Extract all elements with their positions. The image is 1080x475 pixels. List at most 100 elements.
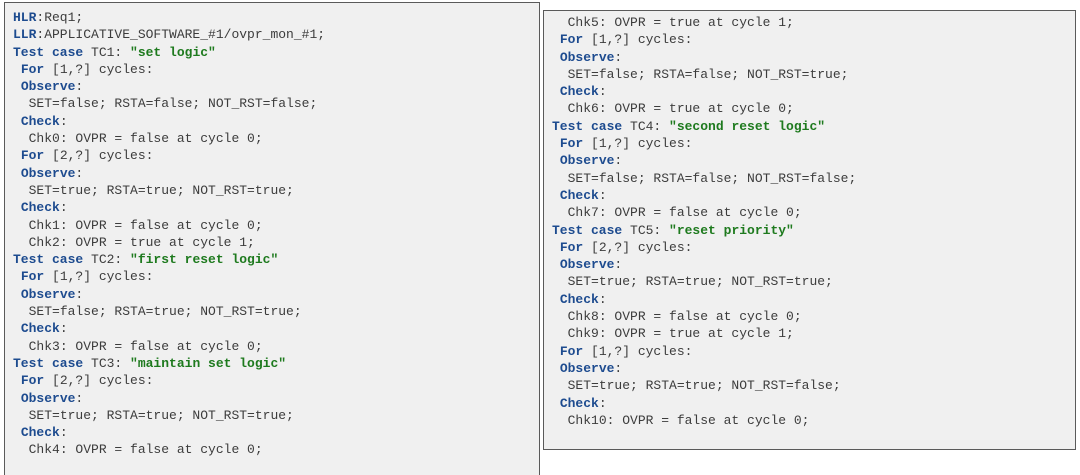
code-text: Chk6: OVPR = true at cycle 0; — [567, 101, 794, 117]
code-text: : — [614, 360, 623, 376]
code-line: Check: — [552, 395, 1071, 412]
code-text: SET=true; RSTA=true; NOT_RST=true; — [567, 274, 833, 290]
code-keyword: Observe — [559, 360, 615, 376]
code-line: For [1,?] cycles: — [552, 135, 1071, 152]
code-string: "second reset logic" — [669, 118, 826, 134]
code-line: Check: — [552, 291, 1071, 308]
code-text: : — [598, 84, 607, 100]
code-text: : — [59, 321, 68, 337]
code-line: HLR:Req1; — [13, 9, 535, 26]
code-keyword: Check — [559, 395, 599, 411]
code-indent — [552, 292, 560, 307]
code-keyword: Test case — [552, 222, 623, 238]
code-keyword: For — [559, 32, 584, 48]
code-keyword: Observe — [20, 286, 76, 302]
code-indent — [13, 131, 29, 146]
code-indent — [552, 361, 560, 376]
code-line: For [2,?] cycles: — [552, 239, 1071, 256]
code-line: Chk5: OVPR = true at cycle 1; — [552, 14, 1071, 31]
code-line: Chk10: OVPR = false at cycle 0; — [552, 412, 1071, 429]
code-indent — [13, 287, 21, 302]
code-indent — [552, 50, 560, 65]
code-keyword: Test case — [13, 252, 84, 268]
code-keyword: For — [20, 269, 45, 285]
code-text: SET=false; RSTA=true; NOT_RST=true; — [28, 304, 302, 320]
code-keyword: Check — [20, 321, 60, 337]
code-text: :APPLICATIVE_SOFTWARE_#1/ovpr_mon_#1; — [36, 27, 326, 43]
code-line: Check: — [552, 83, 1071, 100]
code-indent — [13, 339, 29, 354]
code-line: Observe: — [13, 286, 535, 303]
code-line: Observe: — [13, 78, 535, 95]
code-line: Chk8: OVPR = false at cycle 0; — [552, 308, 1071, 325]
code-indent — [552, 84, 560, 99]
code-keyword: Observe — [559, 153, 615, 169]
code-indent — [13, 442, 29, 457]
code-text: Chk2: OVPR = true at cycle 1; — [28, 234, 255, 250]
code-indent — [552, 67, 568, 82]
code-indent — [552, 378, 568, 393]
code-text: Chk5: OVPR = true at cycle 1; — [567, 15, 794, 30]
code-line: Test case TC4: "second reset logic" — [552, 118, 1071, 135]
code-indent — [13, 200, 21, 215]
code-text: [1,?] cycles: — [583, 343, 693, 359]
code-text: Chk1: OVPR = false at cycle 0; — [28, 217, 263, 233]
code-text: : — [614, 257, 623, 273]
code-block: Chk5: OVPR = true at cycle 1; For [1,?] … — [552, 14, 1071, 429]
code-keyword: For — [559, 239, 584, 255]
code-keyword: Test case — [13, 355, 84, 371]
code-keyword: Check — [559, 291, 599, 307]
code-text: : — [59, 200, 68, 216]
code-text: Chk10: OVPR = false at cycle 0; — [567, 412, 810, 428]
code-line: Observe: — [552, 152, 1071, 169]
code-text: SET=true; RSTA=true; NOT_RST=true; — [28, 182, 294, 198]
code-text: TC5: — [622, 222, 670, 238]
code-indent — [552, 309, 568, 324]
code-keyword: Check — [559, 187, 599, 203]
code-indent — [13, 79, 21, 94]
code-panel-left: HLR:Req1;LLR:APPLICATIVE_SOFTWARE_#1/ovp… — [4, 2, 540, 475]
code-keyword: For — [559, 136, 584, 152]
code-line: Check: — [13, 424, 535, 441]
code-line: Observe: — [552, 360, 1071, 377]
code-text: :Req1; — [36, 10, 84, 25]
code-line: Test case TC1: "set logic" — [13, 44, 535, 61]
code-indent — [552, 15, 568, 30]
code-indent — [552, 32, 560, 47]
code-text: Chk8: OVPR = false at cycle 0; — [567, 309, 802, 325]
code-text: : — [614, 153, 623, 169]
code-indent — [552, 274, 568, 289]
code-keyword: Check — [20, 200, 60, 216]
code-indent — [552, 205, 568, 220]
code-line: For [2,?] cycles: — [13, 372, 535, 389]
code-keyword: Test case — [552, 118, 623, 134]
code-line: Chk3: OVPR = false at cycle 0; — [13, 338, 535, 355]
code-indent — [13, 114, 21, 129]
code-line: SET=true; RSTA=true; NOT_RST=true; — [13, 407, 535, 424]
code-keyword: Test case — [13, 44, 84, 60]
code-line: SET=false; RSTA=true; NOT_RST=true; — [13, 303, 535, 320]
code-indent — [552, 240, 560, 255]
code-text: : — [59, 113, 68, 129]
code-text: : — [598, 291, 607, 307]
code-line: Check: — [13, 113, 535, 130]
code-indent — [552, 136, 560, 151]
code-line: Test case TC3: "maintain set logic" — [13, 355, 535, 372]
code-line: Chk1: OVPR = false at cycle 0; — [13, 217, 535, 234]
code-indent — [13, 235, 29, 250]
code-text: : — [75, 165, 84, 181]
code-keyword: Observe — [559, 257, 615, 273]
code-line: Chk4: OVPR = false at cycle 0; — [13, 441, 535, 458]
code-line: Chk0: OVPR = false at cycle 0; — [13, 130, 535, 147]
code-line: SET=true; RSTA=true; NOT_RST=false; — [552, 377, 1071, 394]
code-indent — [552, 188, 560, 203]
code-block: HLR:Req1;LLR:APPLICATIVE_SOFTWARE_#1/ovp… — [13, 9, 535, 459]
code-indent — [13, 321, 21, 336]
code-keyword: For — [20, 148, 45, 164]
code-panel-right: Chk5: OVPR = true at cycle 1; For [1,?] … — [543, 10, 1076, 450]
code-indent — [13, 183, 29, 198]
code-keyword: LLR — [13, 27, 37, 43]
code-line: For [1,?] cycles: — [13, 61, 535, 78]
code-indent — [13, 373, 21, 388]
code-line: Chk6: OVPR = true at cycle 0; — [552, 100, 1071, 117]
